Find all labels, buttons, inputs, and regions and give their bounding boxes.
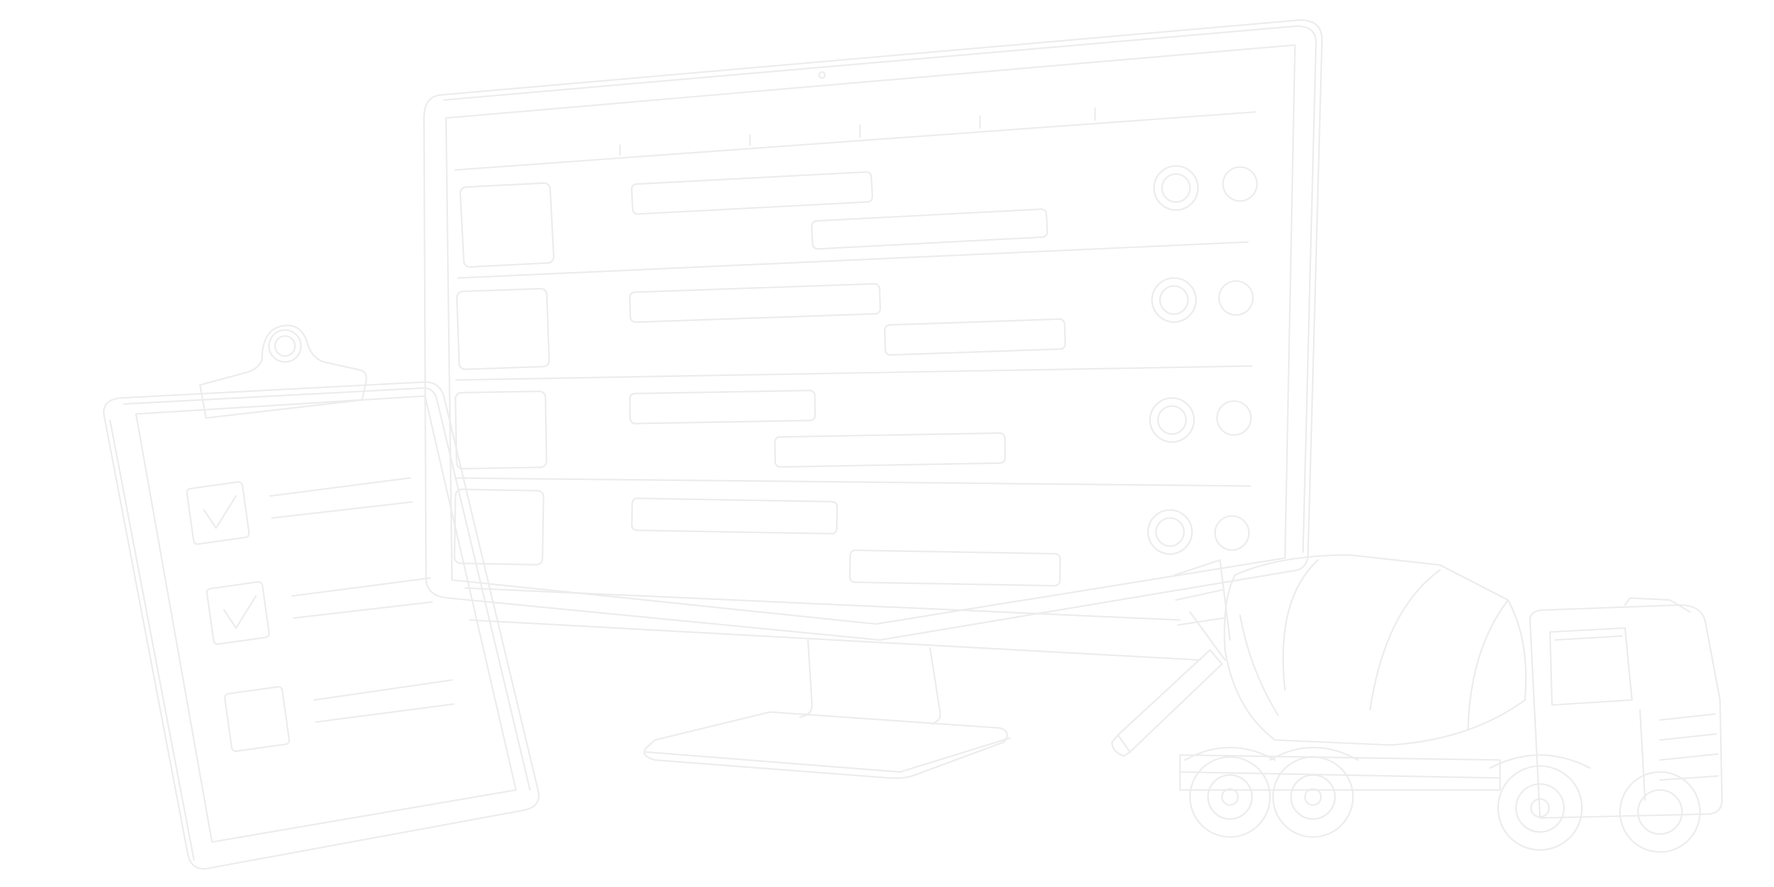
row-action-circle: [1147, 509, 1193, 555]
row-action-circle: [1218, 280, 1254, 316]
concrete-mixer-truck-icon: [1111, 554, 1723, 853]
monitor-row: [455, 277, 1254, 381]
checkbox-checked: [206, 581, 270, 645]
row-action-circle: [1222, 166, 1258, 202]
clipboard-clip-hole: [274, 335, 296, 357]
truck-cab: [1529, 604, 1723, 819]
truck-cab-window: [1549, 627, 1633, 706]
truck-wheel: [1497, 765, 1583, 851]
clipboard-clip: [199, 324, 368, 419]
row-thumbnail: [456, 287, 550, 371]
row-text-line: [628, 283, 882, 323]
computer-monitor-icon: [423, 19, 1323, 779]
checklist-item: [206, 577, 433, 645]
checkmark-icon: [223, 595, 257, 629]
row-action-circle: [1214, 515, 1250, 551]
monitor-row: [453, 488, 1250, 587]
row-action-circle: [1151, 277, 1197, 323]
row-thumbnail: [454, 390, 548, 470]
clipboard-checklist-icon: [103, 324, 540, 870]
row-thumbnail: [459, 182, 555, 268]
clipboard-board: [103, 381, 540, 870]
monitor-neck: [799, 639, 942, 725]
truck-wheel: [1272, 756, 1354, 838]
row-action-circle: [1153, 165, 1199, 211]
row-text-line: [630, 171, 874, 215]
monitor-row: [457, 165, 1258, 279]
checklist-item: [223, 679, 455, 753]
monitor-screen: [445, 44, 1296, 625]
truck-grille: [1659, 713, 1719, 781]
truck-drum: [1223, 554, 1527, 746]
row-action-circle: [1216, 400, 1252, 436]
truck-chassis: [1179, 754, 1501, 791]
checklist-item: [186, 477, 413, 545]
row-action-circle: [1149, 397, 1195, 443]
checkmark-icon: [203, 495, 237, 529]
row-text-line: [810, 208, 1049, 250]
row-text-line: [883, 318, 1067, 356]
truck-wheel: [1619, 771, 1701, 853]
truck-chute: [1117, 649, 1223, 753]
checkbox-checked: [186, 481, 250, 545]
monitor-base: [643, 711, 1008, 779]
row-text-line: [774, 432, 1006, 468]
monitor-camera: [818, 71, 826, 79]
monitor-row: [454, 389, 1252, 487]
clipboard-paper: [135, 395, 517, 843]
monitor-bezel: [423, 19, 1323, 641]
truck-wheel: [1189, 756, 1271, 838]
row-text-line: [849, 549, 1061, 587]
row-text-line: [631, 497, 838, 535]
row-text-line: [629, 389, 816, 425]
checkbox-unchecked: [223, 685, 291, 753]
